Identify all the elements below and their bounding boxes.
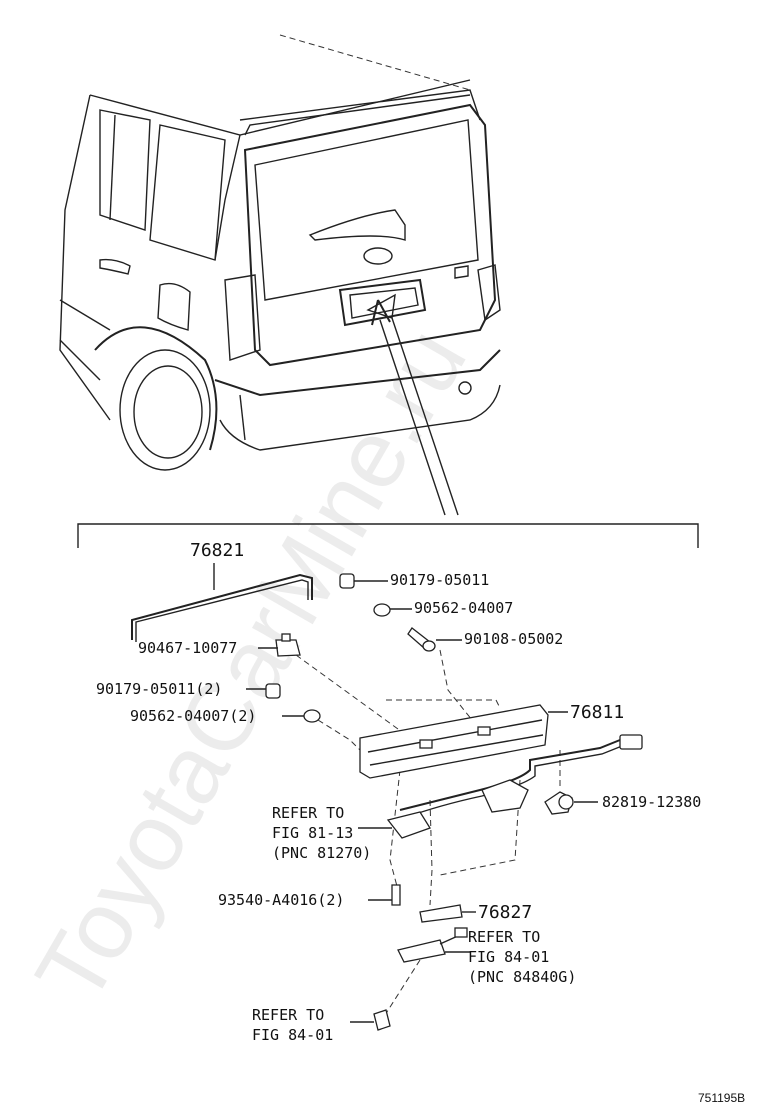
screw-icon-2 [368, 884, 401, 906]
ref-1-line-2: FIG 81-13 [272, 824, 353, 842]
clip-icon [258, 633, 301, 657]
ref-3-line-1: REFER TO [252, 1006, 324, 1024]
ref-3-line-2: FIG 84-01 [252, 1026, 333, 1044]
label-90179-05011-2: 90179-05011(2) [96, 680, 222, 698]
clamp-icon [544, 791, 598, 815]
ref-2-line-1: REFER TO [468, 928, 540, 946]
label-90562-04007: 90562-04007 [414, 599, 513, 617]
label-90108-05002: 90108-05002 [464, 630, 563, 648]
washer-icon-2 [282, 709, 321, 723]
wire-harness [386, 734, 643, 839]
label-76821: 76821 [190, 540, 244, 561]
label-93540-A4016: 93540-A4016(2) [218, 891, 344, 909]
label-82819-12380: 82819-12380 [602, 793, 701, 811]
label-76827: 76827 [478, 902, 532, 923]
part-76827-shape [419, 904, 476, 923]
part-76821-shape [131, 563, 313, 642]
license-lamp-icon [397, 927, 470, 963]
ref-2-line-3: (PNC 84840G) [468, 968, 576, 986]
ref-2-line-2: FIG 84-01 [468, 948, 549, 966]
screw-icon [407, 627, 462, 652]
label-90467-10077: 90467-10077 [138, 639, 237, 657]
nut-icon-2 [246, 683, 281, 699]
label-90179-05011: 90179-05011 [390, 571, 489, 589]
screw-icon-3 [350, 1009, 391, 1031]
ref-1-line-1: REFER TO [272, 804, 344, 822]
label-90562-04007-2: 90562-04007(2) [130, 707, 256, 725]
vehicle-illustration [59, 34, 501, 516]
label-76811: 76811 [570, 702, 624, 723]
diagram-code: 751195B [698, 1091, 745, 1105]
watermark: ToyotaCarMine.ru [16, 311, 487, 1021]
assembly-bracket [77, 523, 699, 548]
part-76811-shape [359, 704, 568, 779]
washer-icon [373, 603, 412, 617]
nut-icon [339, 573, 388, 589]
ref-1-line-3: (PNC 81270) [272, 844, 371, 862]
